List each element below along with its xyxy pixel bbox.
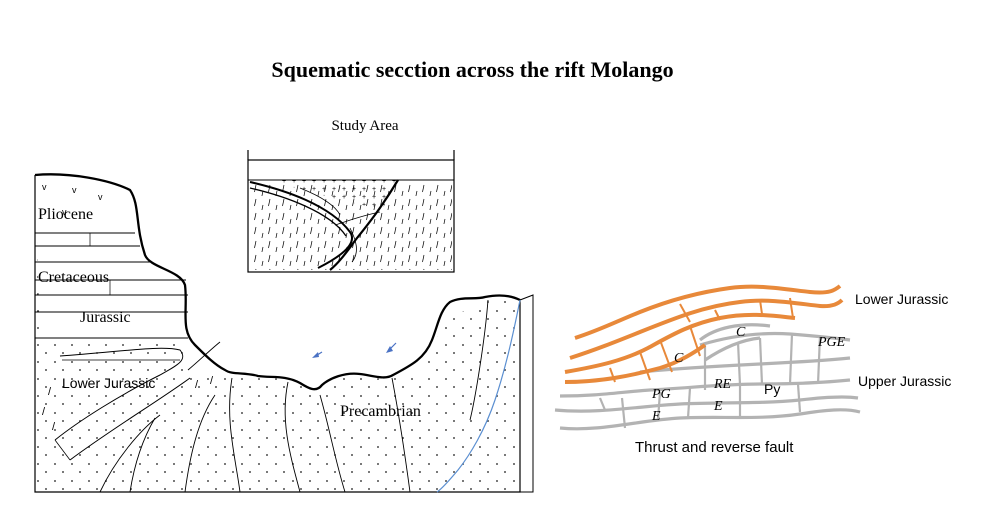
svg-text:/: / (52, 421, 56, 433)
svg-text:/: / (42, 406, 46, 418)
label-pge: PGE (817, 335, 846, 350)
flow-arrow (386, 342, 397, 353)
river-line (436, 299, 521, 493)
svg-text:v: v (98, 192, 103, 202)
label-upper-jurassic: Upper Jurassic (858, 373, 951, 389)
flow-arrow (312, 351, 323, 358)
label-jurassic: Jurassic (80, 309, 131, 326)
svg-text:/: / (195, 379, 199, 391)
svg-text:/: / (210, 375, 214, 387)
diagram-title: Squematic secction across the rift Molan… (271, 57, 674, 82)
label-re: RE (713, 377, 732, 392)
label-e-left: E (651, 409, 661, 424)
label-thrust-fault: Thrust and reverse fault (635, 439, 794, 456)
study-area-inset (247, 150, 455, 273)
svg-text:/: / (48, 386, 52, 398)
svg-text:v: v (62, 207, 67, 217)
label-e-right: E (713, 399, 723, 414)
label-pliocene: Pliocene (38, 206, 93, 223)
study-area-label: Study Area (331, 118, 398, 134)
label-c-upper: C (736, 325, 746, 340)
label-precambrian: Precambrian (340, 403, 421, 420)
label-cretaceous: Cretaceous (38, 269, 109, 286)
label-lower-jurassic-right: Lower Jurassic (855, 291, 948, 307)
structure-sketch (554, 284, 861, 431)
svg-text:v: v (42, 182, 47, 192)
label-c-lower: C (674, 351, 684, 366)
svg-text:v: v (72, 185, 77, 195)
label-pg: PG (651, 387, 671, 402)
cross-section: v v v v / / / / / (34, 173, 534, 493)
label-py: Py (764, 381, 780, 397)
label-lower-jurassic: Lower Jurassic (62, 375, 155, 391)
terrain-profile (34, 173, 521, 391)
